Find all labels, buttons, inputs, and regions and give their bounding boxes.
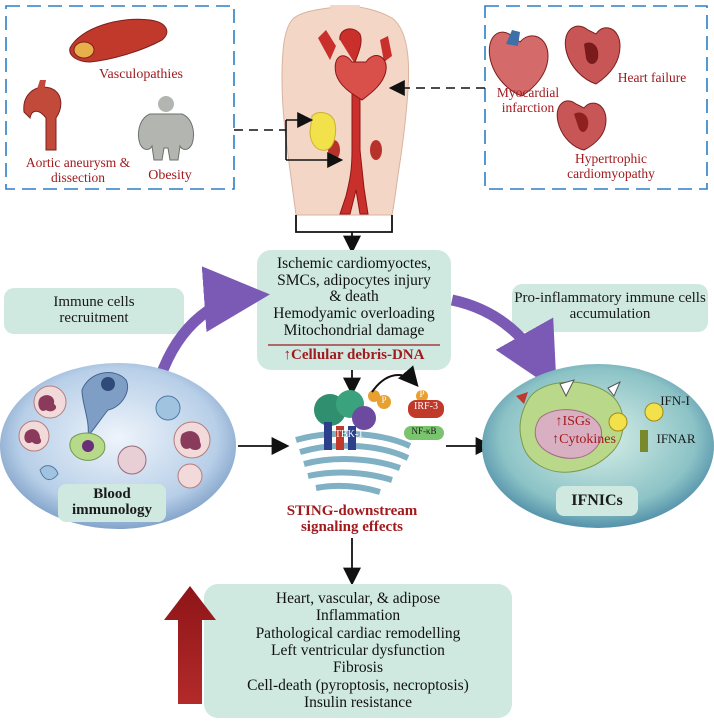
vasculopathies-vessel-icon	[69, 18, 168, 63]
sting-pathway-illustration	[295, 365, 494, 495]
center-line-5: Mitochondrial damage	[283, 321, 425, 339]
sting-effects-label: STING-downstream signaling effects	[286, 503, 418, 536]
left-disease-box	[5, 5, 235, 190]
isgs-label: ↑ISGs	[548, 414, 598, 429]
tbk1-label: TBK-1	[334, 429, 364, 440]
ifn-dot-2	[644, 402, 664, 422]
obesity-figure-icon	[137, 96, 195, 161]
irf3-label: IRF-3	[414, 401, 438, 412]
cytokines-up: ↑	[552, 432, 560, 447]
hypertrophic-cardiomyopathy-label: Hypertrophic cardiomyopathy	[567, 151, 655, 181]
blood-immunology-label: Blood immunology	[71, 486, 152, 519]
hypertrophic-cardiomyopathy-heart	[556, 100, 607, 151]
proinflammatory-label: Pro-inflammatory immune cells accumulati…	[514, 290, 706, 323]
center-line-2: SMCs, adipocytes injury	[277, 271, 431, 289]
outcome-line-6: Cell-death (pyroptosis, necroptosis)	[247, 676, 469, 694]
increase-up-arrow	[164, 586, 216, 704]
cytokines-text: Cytokines	[559, 432, 616, 447]
right-disease-box	[484, 5, 708, 190]
isgs-text: ISGs	[562, 414, 591, 429]
human-body-illustration	[281, 5, 410, 216]
phospho-p-1: P	[381, 395, 387, 405]
immune-recruitment-label: Immune cells recruitment	[53, 294, 135, 327]
heart-failure-heart	[564, 25, 621, 85]
outcome-line-4: Left ventricular dysfunction	[271, 642, 445, 660]
purple-arrow-left	[154, 266, 270, 380]
immune-recruitment-box	[4, 288, 184, 334]
phospho-p-2: P	[419, 389, 425, 399]
vasculopathies-label: Vasculopathies	[99, 67, 183, 82]
center-line-4: Hemodyamic overloading	[273, 305, 435, 323]
proinflammatory-box	[512, 284, 708, 332]
nfkb-label: NF-κB	[411, 426, 437, 436]
cellular-debris-label: ↑Cellular debris-DNA	[262, 347, 446, 363]
center-line-3: & death	[329, 288, 379, 306]
ifnar-label: IFNAR	[656, 431, 696, 446]
cytokines-label: ↑Cytokines	[548, 432, 620, 447]
myocardial-infarction-label: Myocardial infarction	[496, 85, 560, 115]
center-line-1: Ischemic cardiomyoctes,	[276, 255, 432, 272]
isgs-up: ↑	[555, 414, 563, 429]
aortic-aneurysm-label: Aortic aneurysm & dissection	[25, 155, 131, 185]
outcome-line-3: Pathological cardiac remodelling	[255, 624, 461, 642]
center-injury-text: Ischemic cardiomyoctes, SMCs, adipocytes…	[260, 255, 448, 340]
outcome-line-7: Insulin resistance	[303, 694, 413, 712]
ifn-dot-1	[608, 412, 628, 432]
purple-arrow-right	[450, 294, 557, 392]
debris-up-arrow: ↑	[283, 347, 292, 363]
debris-text: Cellular debris-DNA	[291, 347, 425, 363]
outcome-line-5: Fibrosis	[333, 659, 383, 677]
bottom-outcomes-text: Heart, vascular, & adipose Inflammation …	[208, 590, 508, 712]
aortic-aneurysm-icon	[23, 80, 62, 151]
outcome-line-1: Heart, vascular, & adipose	[275, 590, 441, 607]
myocardial-infarction-heart	[488, 30, 549, 97]
ifn1-label: IFN-I	[660, 393, 690, 408]
outcome-line-2: Inflammation	[315, 607, 401, 625]
center-injury-box	[257, 250, 451, 370]
bottom-outcomes-box	[204, 584, 512, 718]
blood-label-box	[58, 484, 166, 522]
obesity-label: Obesity	[148, 168, 192, 183]
ifnics-label-box	[556, 486, 638, 516]
ifnics-label: IFNICs	[571, 492, 623, 509]
heart-failure-label: Heart failure	[617, 70, 687, 85]
immune-cells-cluster	[18, 372, 211, 489]
